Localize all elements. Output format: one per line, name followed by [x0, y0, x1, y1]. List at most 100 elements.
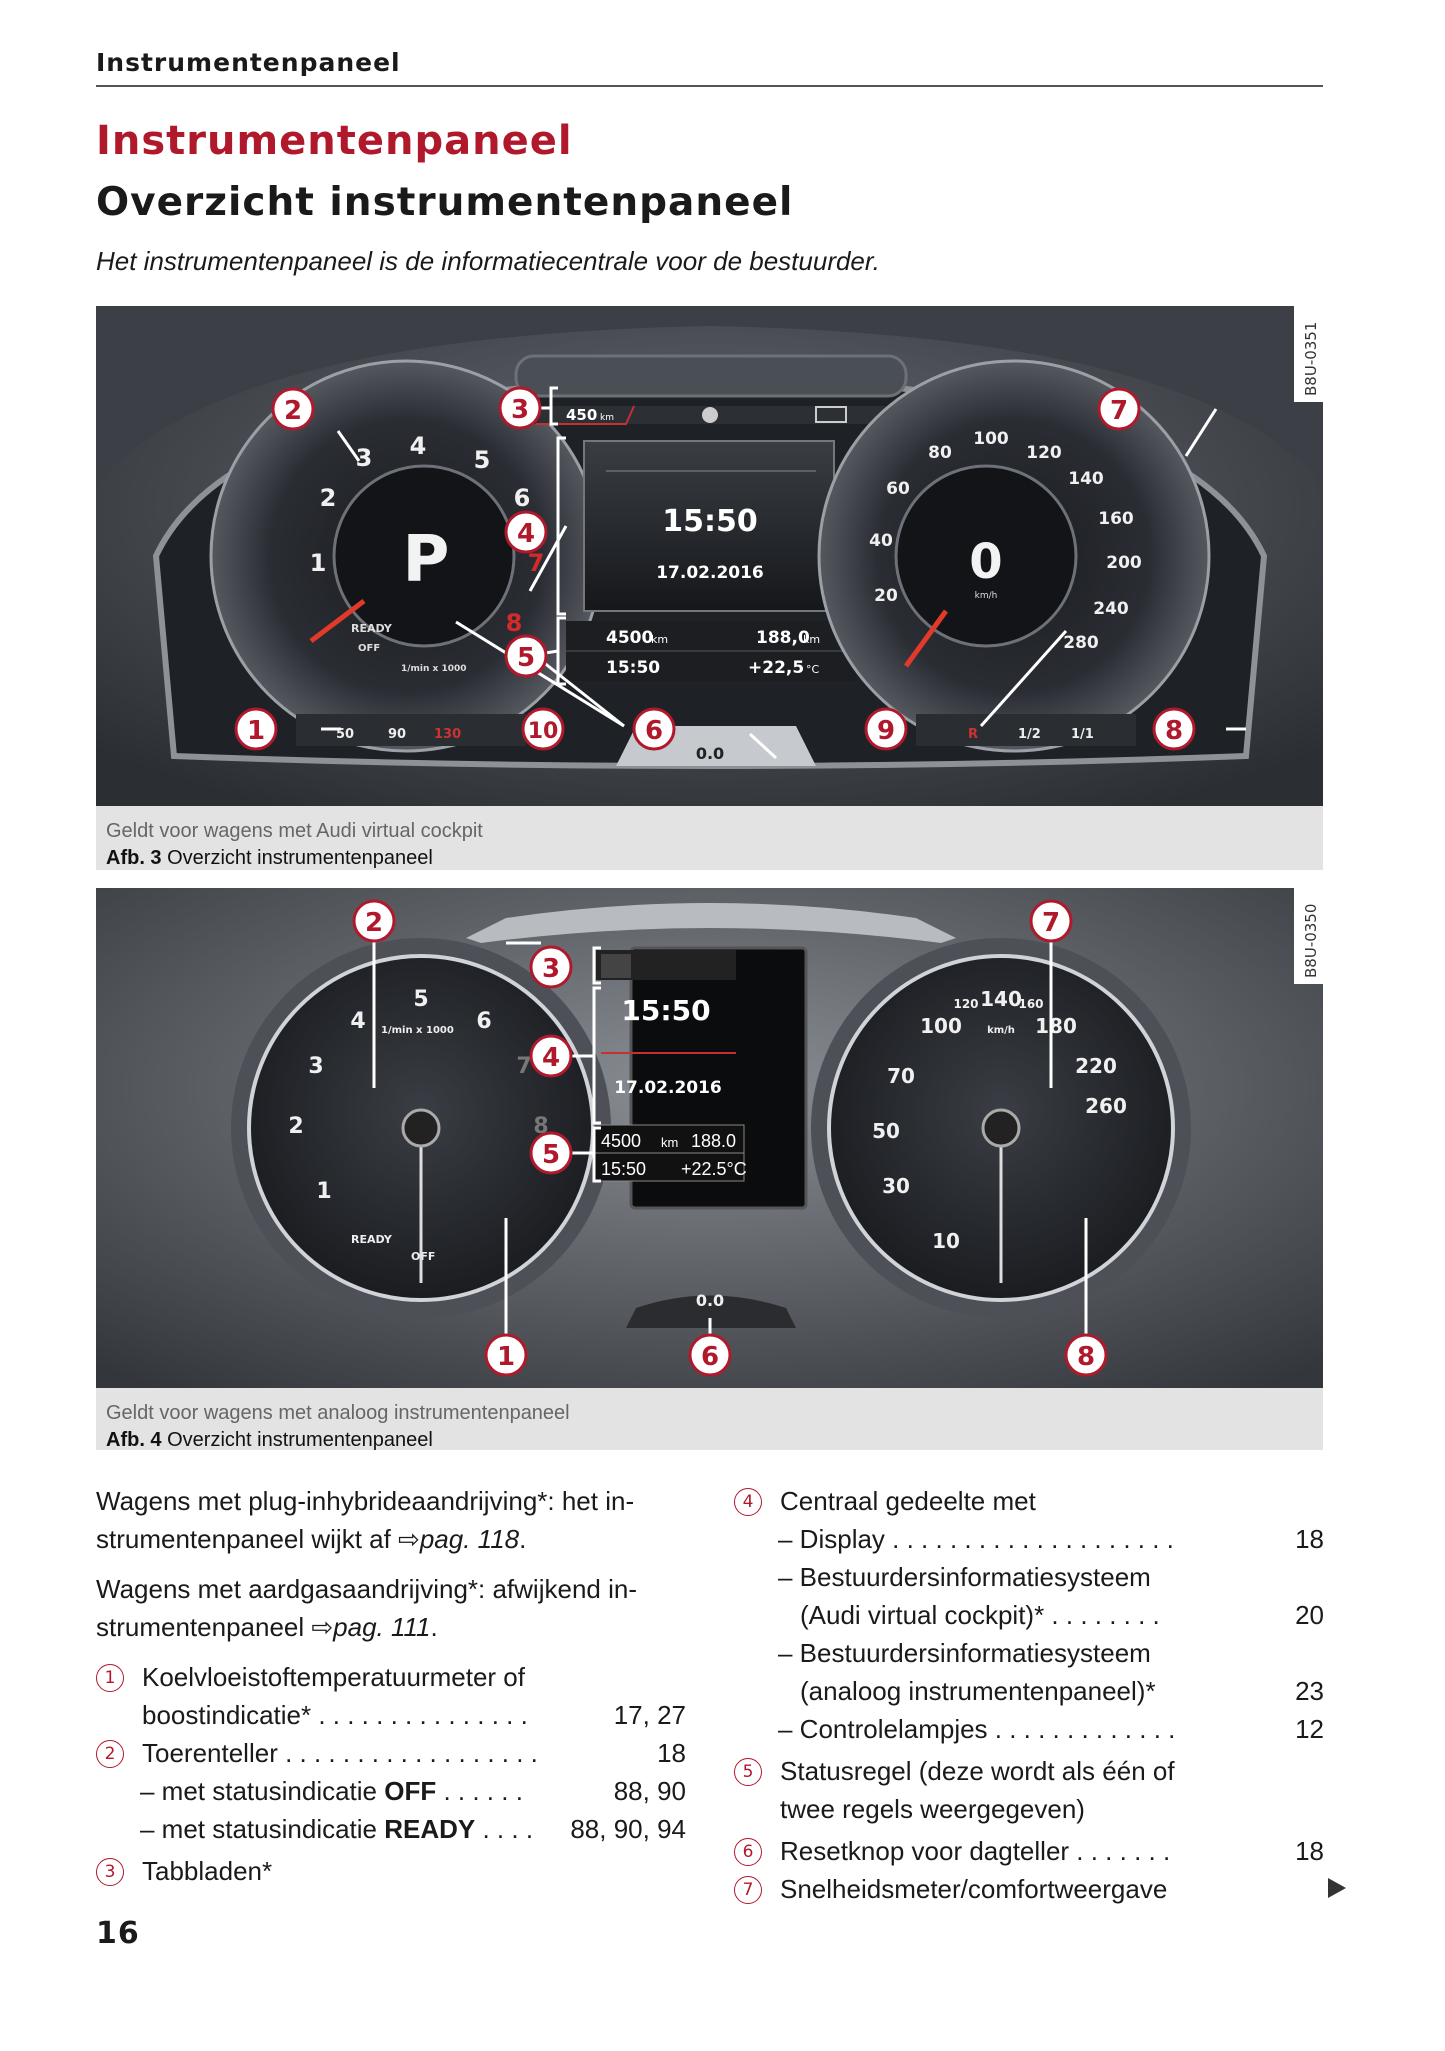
coolant-130: 130	[434, 727, 461, 742]
callout-9: 9	[864, 707, 908, 751]
section-subtitle: Overzicht instrumentenpaneel	[96, 180, 794, 225]
svg-text:4: 4	[517, 519, 535, 549]
speed-tick-60: 60	[886, 479, 910, 499]
figure2-code: B8U-0350	[1302, 904, 1320, 978]
rpm-unit: 1/min x 1000	[401, 664, 467, 674]
figure-1-caption-note: Geldt voor wagens met Audi virtual cockp…	[106, 820, 483, 842]
speed2-tick-160: 160	[1018, 997, 1043, 1011]
callout2-7: 7	[1029, 899, 1073, 943]
rev2-tick-4: 4	[350, 1009, 365, 1034]
legend-item-7: 7 Snelheidsmeter/comfortweergave	[734, 1870, 1324, 1908]
svg-text:2: 2	[365, 908, 383, 938]
legend-item-4: 4 Centraal gedeelte met	[734, 1482, 1324, 1520]
callout2-8: 8	[1064, 1333, 1108, 1377]
outside-temp-unit: °C	[806, 663, 820, 676]
natural-gas-note: Wagens met aardgasaandrijving*: afwijken…	[96, 1574, 637, 1642]
figure-2-caption-note: Geldt voor wagens met analoog instrument…	[106, 1402, 570, 1424]
figure-2-label: Afb. 4	[106, 1429, 162, 1451]
off-label: OFF	[358, 643, 380, 654]
speed-tick-120: 120	[1026, 443, 1062, 463]
callout-8: 8	[1152, 707, 1196, 751]
page-ref-111[interactable]: pag. 111	[333, 1612, 431, 1642]
center2-date: 17.02.2016	[614, 1078, 722, 1098]
outside-temp: +22,5	[748, 658, 804, 678]
outside2-temp: +22.5°C	[681, 1159, 747, 1179]
reset2-display: 0.0	[696, 1291, 724, 1310]
left-column: Wagens met plug-inhybrideaandrijving*: h…	[96, 1482, 686, 1890]
rev-tick-6: 6	[514, 484, 531, 512]
callout-3: 3	[498, 386, 542, 430]
callout-7: 7	[1097, 387, 1141, 431]
rev2-tick-1: 1	[316, 1179, 331, 1204]
legend-item-2: 2 Toerenteller . . . . . . . . . . . . .…	[96, 1734, 686, 1772]
center-date: 17.02.2016	[656, 563, 764, 583]
legend-item-2-ready: – met statusindicatie READY . . . .88, 9…	[140, 1814, 686, 1844]
speed2-tick-10: 10	[932, 1229, 960, 1253]
ready2-label: READY	[351, 1233, 393, 1246]
svg-text:1: 1	[497, 1342, 515, 1372]
status2-time: 15:50	[601, 1159, 646, 1179]
sub-dis-analog-1: – Bestuurdersinformatiesysteem	[778, 1638, 1151, 1668]
legend-item-6: 6 Resetknop voor dagteller . . . . . . .…	[734, 1832, 1324, 1870]
legend-item-1: 1 Koelvloeistoftemperatuurmeter of boost…	[96, 1658, 686, 1734]
rev-tick-2: 2	[320, 484, 337, 512]
sub-dis-analog-2: (analoog instrumentenpaneel)*23	[800, 1676, 1324, 1706]
rev-tick-7: 7	[528, 549, 545, 577]
figure-1-caption-text: Overzicht instrumentenpaneel	[167, 847, 433, 869]
legend-item-2-off: – met statusindicatie OFF . . . . . .88,…	[140, 1776, 686, 1806]
page-number: 16	[96, 1916, 140, 1951]
svg-text:7: 7	[1110, 396, 1128, 426]
svg-text:5: 5	[517, 643, 535, 673]
speed2-tick-30: 30	[882, 1174, 910, 1198]
svg-text:1: 1	[247, 716, 265, 746]
callout-2: 2	[271, 387, 315, 431]
center-time: 15:50	[662, 504, 758, 539]
callout-1: 1	[234, 707, 278, 751]
speed2-tick-50: 50	[872, 1119, 900, 1143]
sub-dis-virtual-2: (Audi virtual cockpit)* . . . . . . . .2…	[800, 1600, 1324, 1630]
speed-unit: km/h	[975, 591, 998, 601]
header-rule	[96, 85, 1323, 87]
speed2-tick-100: 100	[920, 1014, 962, 1038]
speed-value: 0	[969, 534, 1002, 590]
nav-icon	[815, 406, 847, 423]
svg-text:7: 7	[1042, 908, 1060, 938]
callout2-3: 3	[529, 945, 573, 989]
speed-tick-80: 80	[928, 443, 952, 463]
ready-label: READY	[351, 622, 393, 635]
figure-code: B8U-0351	[1302, 322, 1320, 396]
callout2-5: 5	[529, 1131, 573, 1175]
range-value: 450	[566, 406, 597, 424]
speed2-unit: km/h	[987, 1025, 1015, 1036]
callout2-4: 4	[529, 1034, 573, 1078]
figure-analog-cluster: 1 2 3 4 5 6 7 8 1/min x 1000 READY OFF 1…	[96, 888, 1323, 1452]
svg-text:6: 6	[645, 716, 663, 746]
callout-10: 10	[521, 707, 565, 751]
fuel-half: 1/2	[1018, 727, 1041, 742]
rev2-tick-3: 3	[308, 1054, 323, 1079]
fuel-full: 1/1	[1071, 727, 1094, 742]
speed-tick-280: 280	[1063, 633, 1099, 653]
trip-km: 4500	[606, 628, 653, 648]
speed-tick-20: 20	[874, 586, 898, 606]
svg-text:10: 10	[528, 719, 559, 744]
speed2-tick-260: 260	[1085, 1094, 1127, 1118]
speed-tick-200: 200	[1106, 553, 1142, 573]
sub-dis-virtual-1: – Bestuurdersinformatiesysteem	[778, 1562, 1151, 1592]
virtual-cockpit-illustration: P 1 2 3 4 5 6 7 8 READY OFF 1/min x 1000…	[96, 306, 1323, 806]
svg-text:9: 9	[877, 716, 895, 746]
figure-2-caption: Afb. 4 Overzicht instrumentenpaneel	[96, 1425, 1323, 1452]
svg-text:5: 5	[542, 1140, 560, 1170]
svg-text:3: 3	[542, 954, 560, 984]
section-title: Instrumentenpaneel	[96, 118, 573, 164]
speed2-tick-220: 220	[1075, 1054, 1117, 1078]
figure-1-caption: Afb. 3 Overzicht instrumentenpaneel	[96, 843, 1323, 870]
speed-tick-100: 100	[973, 429, 1009, 449]
page-ref-118[interactable]: pag. 118	[419, 1524, 520, 1554]
speed-tick-160: 160	[1098, 509, 1134, 529]
speed2-tick-120: 120	[953, 997, 978, 1011]
media-icon	[702, 407, 718, 423]
legend-item-3: 3 Tabbladen*	[96, 1852, 686, 1890]
rev2-tick-6: 6	[476, 1009, 491, 1034]
